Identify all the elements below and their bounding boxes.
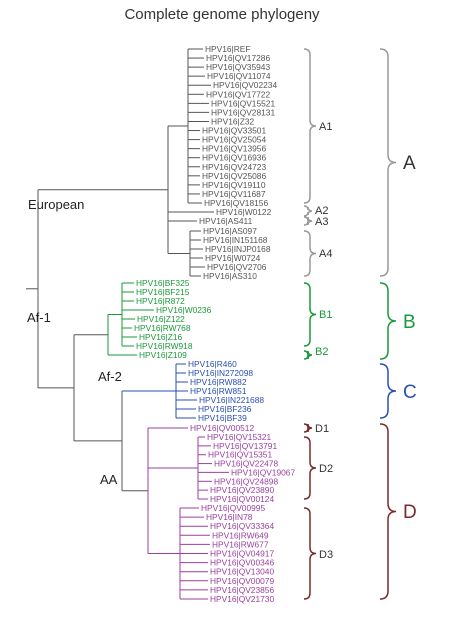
leaf-label: HPV16|QV17722 [206,89,270,99]
label-A: A [403,153,416,174]
leaf-label: HPV16|AS411 [199,216,253,226]
leaf-label: HPV16|QV02234 [213,80,277,90]
leaf-label: HPV16|QV25054 [202,135,266,145]
leaf-label: HPV16|BF325 [136,278,190,288]
label-B1: B1 [319,309,332,321]
leaf-label: HPV16|IN78 [206,512,253,522]
lineage-label-af2: Af-2 [98,369,122,384]
leaf-label: HPV16|QV33364 [210,521,274,531]
leaf-label: HPV16|RW918 [136,341,193,351]
leaf-label: HPV16|BF236 [198,404,252,414]
leaf-label: HPV16|BF39 [198,413,247,423]
bracket-D2 [303,436,317,500]
leaf-label: HPV16|QV00346 [210,558,274,568]
bracket-B1 [303,282,317,347]
leaf-label: HPV16|QV24723 [202,162,266,172]
leaf-label: HPV16|QV35943 [206,62,270,72]
leaf-label: HPV16|QV15321 [207,432,271,442]
leaf-label: HPV16|QV00995 [201,503,265,513]
leaf-label: HPV16|W0236 [156,305,212,315]
bracket-D1 [303,423,313,433]
leaf-label: HPV16|BF215 [136,287,190,297]
leaf-label: HPV16|IN151168 [203,235,268,245]
leaf-label: HPV16|Z122 [137,314,185,324]
leaf-label: HPV16|QV21730 [210,594,274,604]
leaf-label: HPV16|RW677 [212,539,269,549]
leaf-label: HPV16|QV11687 [202,189,266,199]
leaf-label: HPV16|Z32 [211,116,254,126]
label-B: B [403,312,416,333]
leaf-label: HPV16|QV33501 [202,126,266,136]
leaf-label: HPV16|QV2706 [207,262,267,272]
leaf-label: HPV16|INJP0168 [205,244,271,254]
bracket-A [379,48,397,277]
leaf-label: HPV16|QV23890 [210,485,274,495]
leaf-label: HPV16|QV16936 [202,153,266,163]
leaf-label: HPV16|QV00124 [210,494,274,504]
lineage-label-european: European [28,197,84,212]
leaf-label: HPV16|QV15521 [211,98,275,108]
leaf-label: HPV16|QV13040 [210,567,274,577]
leaf-label: HPV16|W0724 [205,253,261,263]
label-D2: D2 [319,463,333,475]
chart-title: Complete genome phylogeny [124,6,320,23]
leaf-label: HPV16|QV00512 [190,423,254,433]
leaf-label: HPV16|QV28131 [211,107,275,117]
leaf-label: HPV16|W0122 [216,207,272,217]
leaf-label: HPV16|REF [205,44,250,54]
leaf-label: HPV16|QV19067 [231,467,295,477]
label-C: C [403,382,417,403]
leaf-label: HPV16|Z16 [139,332,182,342]
leaf-label: HPV16|QV17286 [206,53,270,63]
bracket-A4 [303,230,317,277]
leaf-label: HPV16|IN221688 [199,395,264,405]
bracket-B2 [303,350,313,360]
leaf-label: HPV16|R872 [136,296,185,306]
bracket-A2 [303,205,313,217]
leaf-label: HPV16|QV18156 [204,198,268,208]
leaf-label: HPV16|QV15351 [208,450,272,460]
leaf-label: HPV16|QV25086 [202,171,266,181]
label-D3: D3 [319,549,333,561]
bracket-A1 [303,48,317,204]
leaf-label: HPV16|QV22478 [214,459,278,469]
leaf-label: HPV16|QV19110 [202,180,266,190]
leaf-label: HPV16|RW851 [190,386,247,396]
bracket-A3 [303,216,313,226]
leaf-label: HPV16|QV13956 [202,144,266,154]
leaf-label: HPV16|AS097 [203,226,257,236]
leaf-labels: HPV16|REFHPV16|QV17286HPV16|QV35943HPV16… [134,44,295,604]
label-A1: A1 [319,121,332,133]
leaf-label: HPV16|R460 [188,359,237,369]
leaf-label: HPV16|IN272098 [188,368,253,378]
label-A4: A4 [319,248,332,260]
leaf-label: HPV16|QV13791 [213,441,277,451]
tree-branches [26,48,229,600]
leaf-label: HPV16|QV04917 [210,549,274,559]
leaf-label: HPV16|AS310 [203,271,257,281]
bracket-D [379,423,397,600]
label-A3: A3 [315,216,328,228]
bracket-D3 [303,507,317,600]
lineage-label-aa: AA [100,472,118,487]
label-A2: A2 [315,205,328,217]
label-B2: B2 [315,346,328,358]
leaf-label: HPV16|QV00079 [210,576,274,586]
leaf-label: HPV16|QV11074 [207,71,271,81]
leaf-label: HPV16|QV23856 [210,585,274,595]
lineage-label-af1: Af-1 [27,310,51,325]
leaf-label: HPV16|QV24898 [214,476,278,486]
leaf-label: HPV16|Z109 [139,350,187,360]
label-D: D [403,502,417,523]
bracket-B [379,282,397,360]
leaf-label: HPV16|RW768 [134,323,191,333]
bracket-C [379,363,397,419]
leaf-label: HPV16|RW649 [212,530,269,540]
leaf-label: HPV16|RW882 [190,377,247,387]
label-D1: D1 [315,423,329,435]
